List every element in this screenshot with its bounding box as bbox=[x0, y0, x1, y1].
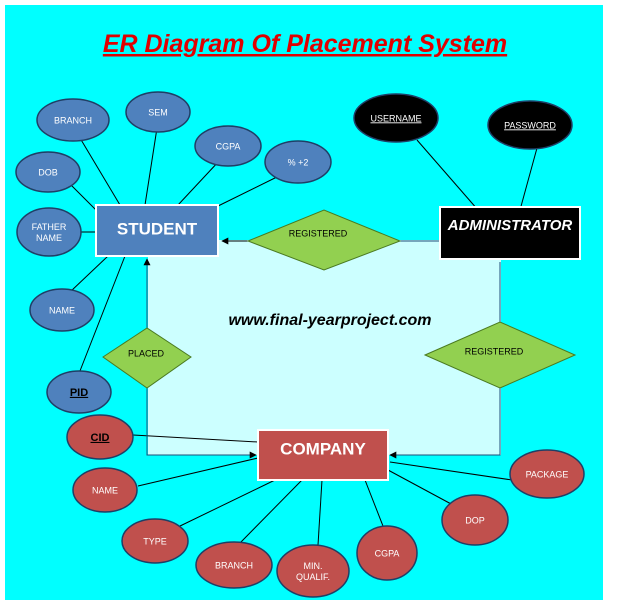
administrator-attribute-username-label: USERNAME bbox=[370, 113, 421, 123]
student-attribute-sem-ellipse bbox=[125, 91, 191, 133]
diagram-title: ER Diagram Of Placement System bbox=[103, 30, 507, 58]
relationship-registered-admin-shape bbox=[246, 209, 402, 271]
company-attribute-package-label: PACKAGE bbox=[526, 469, 569, 479]
administrator-attribute-password[interactable]: PASSWORD bbox=[487, 100, 573, 150]
connector-placed-to-company bbox=[146, 388, 257, 459]
entity-student-label: STUDENT bbox=[117, 219, 198, 238]
company-attribute-min-qualif-label: QUALIF. bbox=[296, 572, 330, 582]
company-attribute-dop-label: DOP bbox=[465, 515, 485, 525]
line-admin-username bbox=[416, 139, 479, 211]
company-attribute-min-qualif[interactable]: MIN.QUALIF. bbox=[276, 544, 350, 598]
administrator-attribute-username[interactable]: USERNAME bbox=[353, 93, 439, 143]
company-attribute-cgpa-ellipse bbox=[356, 525, 418, 581]
entity-administrator[interactable]: ADMINISTRATOR bbox=[439, 206, 581, 260]
student-attribute-cgpa[interactable]: CGPA bbox=[194, 125, 262, 167]
line-company-branch bbox=[239, 479, 303, 544]
company-attribute-cid-ellipse bbox=[66, 414, 134, 460]
company-attribute-branch-label: BRANCH bbox=[215, 560, 253, 570]
student-attribute-father-name-label: NAME bbox=[36, 233, 62, 243]
administrator-attribute-username-ellipse bbox=[353, 93, 439, 143]
entity-administrator-label: ADMINISTRATOR bbox=[447, 217, 573, 234]
line-student-pid bbox=[77, 255, 126, 377]
student-attribute-name-label: NAME bbox=[49, 305, 75, 315]
company-attribute-name-ellipse bbox=[72, 467, 138, 513]
student-attribute-dob[interactable]: DOB bbox=[15, 151, 81, 193]
student-attribute-branch[interactable]: BRANCH bbox=[36, 98, 110, 142]
line-student-cgpa bbox=[177, 159, 221, 206]
student-attribute-percent-ellipse bbox=[264, 140, 332, 184]
company-attribute-type[interactable]: TYPE bbox=[121, 518, 189, 564]
line-student-sem bbox=[144, 127, 158, 206]
company-attribute-cgpa[interactable]: CGPA bbox=[356, 525, 418, 581]
company-attribute-branch-ellipse bbox=[195, 541, 273, 589]
company-attribute-package[interactable]: PACKAGE bbox=[509, 449, 585, 499]
entity-company-box bbox=[257, 429, 389, 481]
line-company-type bbox=[177, 479, 276, 528]
connector-registered2-to-company bbox=[389, 388, 501, 459]
company-attribute-name-label: NAME bbox=[92, 485, 118, 495]
entity-administrator-box bbox=[439, 206, 581, 260]
relationship-registered-admin-label: REGISTERED bbox=[289, 228, 348, 238]
relationship-registered-company[interactable]: REGISTERED bbox=[423, 321, 577, 389]
student-attribute-percent[interactable]: % +2 bbox=[264, 140, 332, 184]
relationship-placed-shape bbox=[102, 327, 192, 389]
student-attribute-dob-ellipse bbox=[15, 151, 81, 193]
entity-student[interactable]: STUDENT bbox=[95, 204, 219, 257]
line-student-branch bbox=[79, 137, 121, 206]
student-attribute-pid-label: PID bbox=[70, 387, 88, 399]
watermark-url: www.final-yearproject.com bbox=[228, 312, 431, 329]
student-attribute-branch-label: BRANCH bbox=[54, 115, 92, 125]
company-attribute-package-ellipse bbox=[509, 449, 585, 499]
entity-company-label: COMPANY bbox=[280, 439, 366, 458]
relationship-placed-label: PLACED bbox=[128, 348, 165, 358]
line-admin-password bbox=[519, 147, 538, 211]
company-attribute-type-ellipse bbox=[121, 518, 189, 564]
administrator-attribute-password-label: PASSWORD bbox=[504, 120, 556, 130]
company-attribute-branch[interactable]: BRANCH bbox=[195, 541, 273, 589]
entity-student-box bbox=[95, 204, 219, 257]
line-student-name bbox=[69, 255, 109, 293]
student-attribute-name-ellipse bbox=[29, 288, 95, 332]
company-attribute-type-label: TYPE bbox=[143, 536, 167, 546]
student-attribute-pid[interactable]: PID bbox=[46, 370, 112, 414]
student-attribute-pid-ellipse bbox=[46, 370, 112, 414]
relationship-registered-company-shape bbox=[423, 321, 577, 389]
student-attribute-percent-label: % +2 bbox=[288, 157, 309, 167]
company-attribute-name[interactable]: NAME bbox=[72, 467, 138, 513]
relationship-registered-company-label: REGISTERED bbox=[465, 346, 524, 356]
student-attribute-cgpa-ellipse bbox=[194, 125, 262, 167]
student-attribute-sem-label: SEM bbox=[148, 107, 168, 117]
relationship-registered-admin[interactable]: REGISTERED bbox=[246, 209, 402, 271]
student-attribute-father-name-ellipse bbox=[16, 207, 82, 257]
administrator-attribute-password-ellipse bbox=[487, 100, 573, 150]
company-attribute-min-qualif-label: MIN. bbox=[304, 561, 323, 571]
relationship-placed[interactable]: PLACED bbox=[102, 327, 192, 389]
student-attribute-dob-label: DOB bbox=[38, 167, 58, 177]
entity-company[interactable]: COMPANY bbox=[257, 429, 389, 481]
company-attribute-min-qualif-ellipse bbox=[276, 544, 350, 598]
line-student-percent bbox=[211, 172, 286, 210]
line-company-name bbox=[137, 457, 259, 487]
company-attribute-cid-label: CID bbox=[91, 432, 110, 444]
line-company-minqualif bbox=[317, 479, 323, 546]
line-company-cgpa bbox=[364, 479, 384, 527]
company-attribute-cid[interactable]: CID bbox=[66, 414, 134, 460]
line-company-cid bbox=[132, 434, 259, 443]
student-attribute-father-name-label: FATHER bbox=[32, 222, 67, 232]
company-attribute-dop[interactable]: DOP bbox=[441, 494, 509, 546]
line-student-dob bbox=[67, 181, 99, 213]
student-attribute-branch-ellipse bbox=[36, 98, 110, 142]
student-attribute-name[interactable]: NAME bbox=[29, 288, 95, 332]
line-company-package bbox=[389, 461, 513, 481]
student-attribute-cgpa-label: CGPA bbox=[216, 141, 241, 151]
company-attribute-dop-ellipse bbox=[441, 494, 509, 546]
line-company-dop bbox=[387, 469, 454, 506]
company-attribute-cgpa-label: CGPA bbox=[375, 548, 400, 558]
student-attribute-sem[interactable]: SEM bbox=[125, 91, 191, 133]
